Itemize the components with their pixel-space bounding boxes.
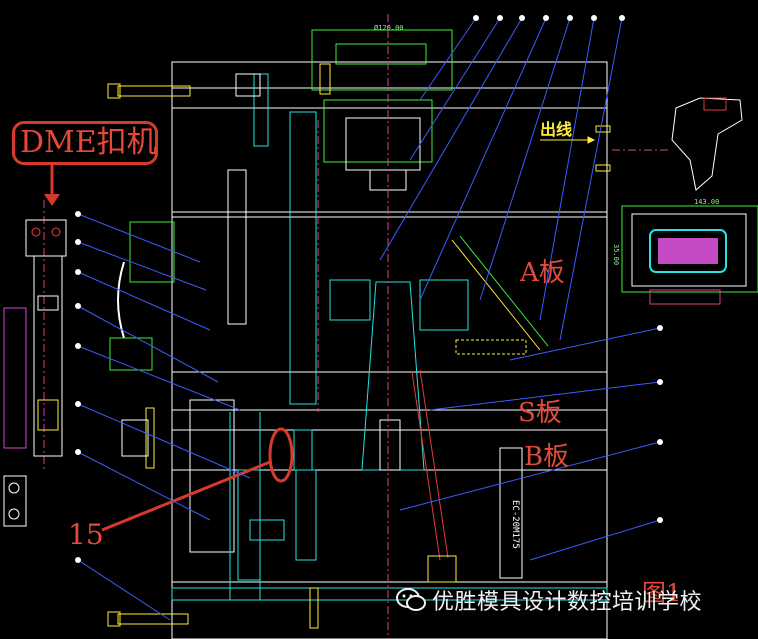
plate-b-label: B板 <box>524 442 570 472</box>
dme-label-box <box>12 121 158 165</box>
callout-number: 15 <box>68 518 104 551</box>
center-lines <box>43 14 668 639</box>
mold-frame <box>171 61 608 639</box>
connector-detail <box>621 97 758 305</box>
outlet-label: 出线 <box>540 120 573 139</box>
top-width-dimension: Ø120.00 <box>374 24 404 32</box>
plate-s-label: S板 <box>518 398 562 428</box>
connector-height-dimension: 35.00 <box>612 244 620 266</box>
angled-lifter <box>411 235 549 583</box>
leader-lines <box>77 17 661 621</box>
highlight-ellipse <box>268 427 294 483</box>
connector-width-dimension: 143.00 <box>694 198 720 206</box>
dme-label: DME扣机 <box>20 125 157 160</box>
top-housing <box>311 29 453 191</box>
pin-spec-label: EC-20M175 <box>510 500 520 549</box>
figure-label: 图1 <box>642 579 682 607</box>
wechat-icon <box>396 588 426 611</box>
callout-arrow <box>101 460 271 532</box>
cavity-details <box>171 73 608 601</box>
mold-outline <box>171 61 608 639</box>
dme-arrow <box>44 165 60 206</box>
callout-15 <box>101 427 294 532</box>
watermark-text: 优胜模具设计数控培训学校 <box>432 590 703 615</box>
watermark: 优胜模具设计数控培训学校 <box>396 584 702 616</box>
bolts <box>107 63 611 629</box>
plate-a-label: A板 <box>520 258 565 288</box>
balloon-dots <box>75 15 663 563</box>
dme-latch <box>3 219 67 527</box>
outlet-arrow <box>540 136 596 144</box>
